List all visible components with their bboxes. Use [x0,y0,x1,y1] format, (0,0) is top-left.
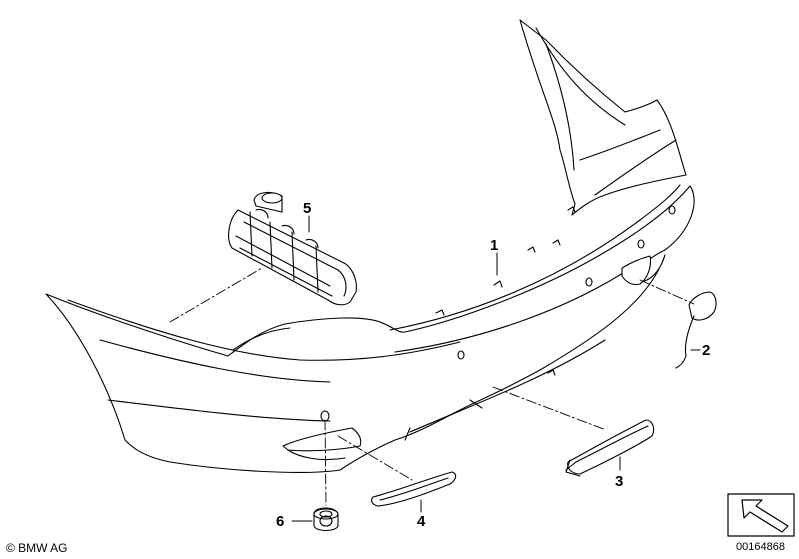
callout-5: 5 [303,200,312,217]
callout-4: 4 [417,513,426,530]
callout-1: 1 [490,237,499,254]
callout-2: 2 [702,342,711,359]
bumper-grille-insert [228,191,357,306]
bumper-trim-panel [45,19,695,473]
copyright-text: © BMW AG [6,541,68,555]
callout-3: 3 [615,473,624,490]
pdc-sensor-part [313,507,339,532]
callout-6: 6 [276,513,285,530]
orientation-arrow-icon [727,493,795,537]
reflector-strip-part [371,471,457,507]
reflector-part [675,291,717,369]
trim-strip-part [565,419,655,477]
assembly-lines [169,267,695,506]
document-id: 00164868 [736,541,785,553]
leader-lines [291,215,701,522]
